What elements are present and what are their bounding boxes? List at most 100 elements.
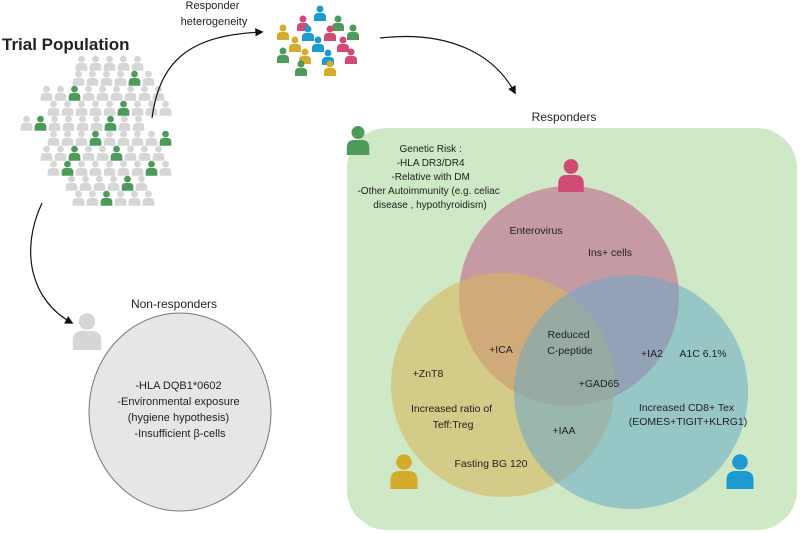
grey-person-icon [103, 160, 116, 176]
colored-person-icon [314, 5, 326, 21]
grey-person-icon [86, 70, 99, 86]
heterogeneous-responders-group [277, 5, 359, 76]
fasting-bg-label: Fasting BG 120 [455, 458, 528, 470]
non-responders-ellipse [88, 312, 272, 512]
green-person-icon [34, 115, 47, 131]
green-person-icon [68, 145, 81, 161]
colored-person-icon [277, 47, 289, 63]
grey-person-icon [118, 115, 131, 131]
grey-person-icon [131, 160, 144, 176]
grey-person-icon [124, 145, 137, 161]
reduced-c-peptide-label: Reduced C-peptide [547, 329, 593, 357]
ia2-label: +IA2 [641, 348, 663, 360]
green-person-icon [121, 175, 134, 191]
arrow-to-non-responders [30, 202, 74, 324]
grey-person-icon [82, 85, 95, 101]
grey-person-icon [96, 85, 109, 101]
grey-person-icon [117, 160, 130, 176]
green-person-icon [145, 160, 158, 176]
grey-person-icon [138, 85, 151, 101]
green-person-icon [68, 85, 81, 101]
grey-person-icon [65, 175, 78, 191]
grey-person-icon [135, 175, 148, 191]
colored-person-icon [277, 24, 289, 40]
grey-person-icon [76, 115, 89, 131]
grey-person-icon [142, 190, 155, 206]
arrow-to-heterogeneity [151, 28, 264, 119]
grey-person-icon [145, 100, 158, 116]
colored-person-icon [332, 15, 344, 31]
grey-person-icon [131, 130, 144, 146]
grey-person-icon [54, 85, 67, 101]
green-person-icon [104, 115, 117, 131]
grey-person-icon [131, 100, 144, 116]
green-person-icon [100, 190, 113, 206]
iaa-label: +IAA [552, 425, 575, 437]
grey-person-icon [79, 175, 92, 191]
grey-person-icon [132, 115, 145, 131]
grey-person-icon [72, 190, 85, 206]
green-person-icon [128, 70, 141, 86]
grey-person-icon [48, 115, 61, 131]
green-person-icon [89, 130, 102, 146]
responder-heterogeneity-label: Responder heterogeneity [181, 0, 248, 28]
grey-person-icon [96, 145, 109, 161]
non-responders-title: Non-responders [131, 297, 217, 311]
enterovirus-label: Enterovirus [509, 225, 562, 237]
green-person-icon [110, 145, 123, 161]
grey-person-icon [20, 115, 33, 131]
grey-person-icon [75, 160, 88, 176]
ins-cells-label: Ins+ cells [588, 247, 632, 259]
grey-person-icon [159, 160, 172, 176]
venn-circle-blue [514, 275, 748, 509]
a1c-label: A1C 6.1% [679, 348, 726, 360]
genetic-risk-text: Genetic Risk : -HLA DR3/DR4 -Relative wi… [357, 144, 502, 211]
grey-person-icon [75, 130, 88, 146]
trial-population-crowd [20, 55, 172, 206]
grey-person-icon [100, 70, 113, 86]
grey-person-icon [72, 70, 85, 86]
teff-treg-label: Increased ratio of Teff:Treg [411, 403, 495, 431]
grey-person-icon [152, 145, 165, 161]
grey-person-icon [86, 190, 99, 206]
grey-person-icon [103, 55, 116, 71]
grey-person-icon [47, 100, 60, 116]
arrow-to-responders [379, 35, 516, 95]
grey-person-icon [40, 145, 53, 161]
znt8-label: +ZnT8 [413, 368, 444, 380]
grey-person-icon [114, 190, 127, 206]
grey-person-icon [82, 145, 95, 161]
green-person-icon [61, 160, 74, 176]
colored-person-icon [289, 36, 301, 52]
grey-person-icon [90, 115, 103, 131]
trial-population-title: Trial Population [2, 35, 130, 54]
grey-person-icon [61, 130, 74, 146]
grey-person-icon [47, 130, 60, 146]
colored-person-icon [347, 24, 359, 40]
grey-person-icon [89, 55, 102, 71]
grey-person-icon [93, 175, 106, 191]
grey-person-icon [142, 70, 155, 86]
grey-person-icon [89, 160, 102, 176]
grey-person-icon [75, 100, 88, 116]
grey-person-icon [159, 100, 172, 116]
grey-person-icon [72, 313, 102, 350]
grey-person-icon [103, 100, 116, 116]
grey-person-icon [61, 100, 74, 116]
grey-person-icon [110, 85, 123, 101]
grey-person-icon [117, 130, 130, 146]
grey-person-icon [107, 175, 120, 191]
grey-person-icon [128, 190, 141, 206]
grey-person-icon [145, 130, 158, 146]
grey-person-icon [54, 145, 67, 161]
grey-person-icon [62, 115, 75, 131]
ica-label: +ICA [489, 344, 513, 356]
grey-person-icon [152, 85, 165, 101]
grey-person-icon [47, 160, 60, 176]
cd8-tex-label: Increased CD8+ Tex (EOMES+TIGIT+KLRG1) [629, 402, 747, 428]
green-person-icon [159, 130, 172, 146]
grey-person-icon [40, 85, 53, 101]
grey-person-icon [117, 55, 130, 71]
grey-person-icon [124, 85, 137, 101]
